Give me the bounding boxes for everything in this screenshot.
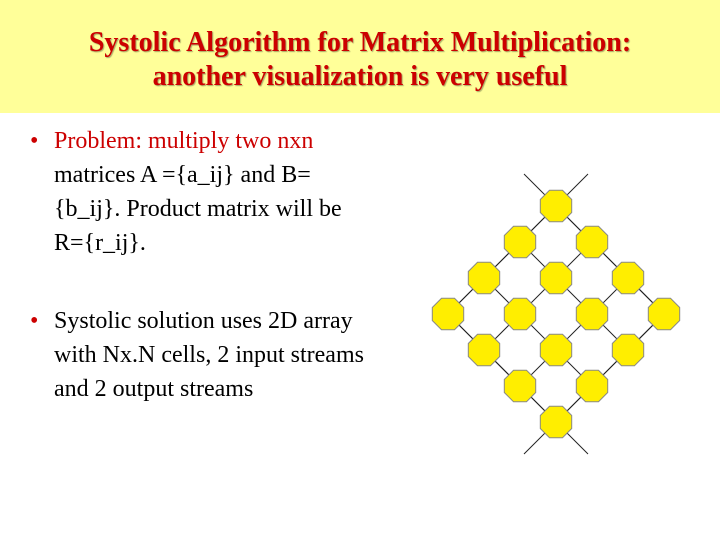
slide-title: Systolic Algorithm for Matrix Multiplica…: [0, 26, 720, 94]
bullet-solution: • Systolic solution uses 2D array with N…: [30, 304, 370, 406]
processing-cell: [503, 369, 537, 403]
bullet-problem: • Problem: multiply two nxn matrices A =…: [30, 124, 370, 260]
processing-cell: [539, 261, 573, 295]
processing-cell: [611, 261, 645, 295]
processing-cell: [539, 405, 573, 439]
processing-cell: [539, 189, 573, 223]
processing-cell: [539, 333, 573, 367]
bullet-problem-lead: Problem: multiply two nxn: [54, 128, 314, 154]
bullet-list: • Problem: multiply two nxn matrices A =…: [30, 124, 370, 450]
title-line-2: another visualization is very useful: [152, 61, 568, 92]
processing-cell: [503, 297, 537, 331]
bullet-marker: •: [30, 128, 39, 154]
processing-cell: [647, 297, 681, 331]
bullet-solution-text: Systolic solution uses 2D array with Nx.…: [54, 308, 364, 402]
processing-cell: [575, 297, 609, 331]
processing-cell: [575, 369, 609, 403]
bullet-marker: •: [30, 308, 39, 334]
processing-cell: [611, 333, 645, 367]
title-band: [0, 0, 720, 113]
bullet-problem-text: matrices A ={a_ij} and B={b_ij}. Product…: [54, 162, 342, 256]
title-line-1: Systolic Algorithm for Matrix Multiplica…: [88, 27, 632, 58]
processing-cell: [431, 297, 465, 331]
processing-cell: [467, 261, 501, 295]
processing-cell: [467, 333, 501, 367]
processing-cell: [575, 225, 609, 259]
processing-cell: [503, 225, 537, 259]
